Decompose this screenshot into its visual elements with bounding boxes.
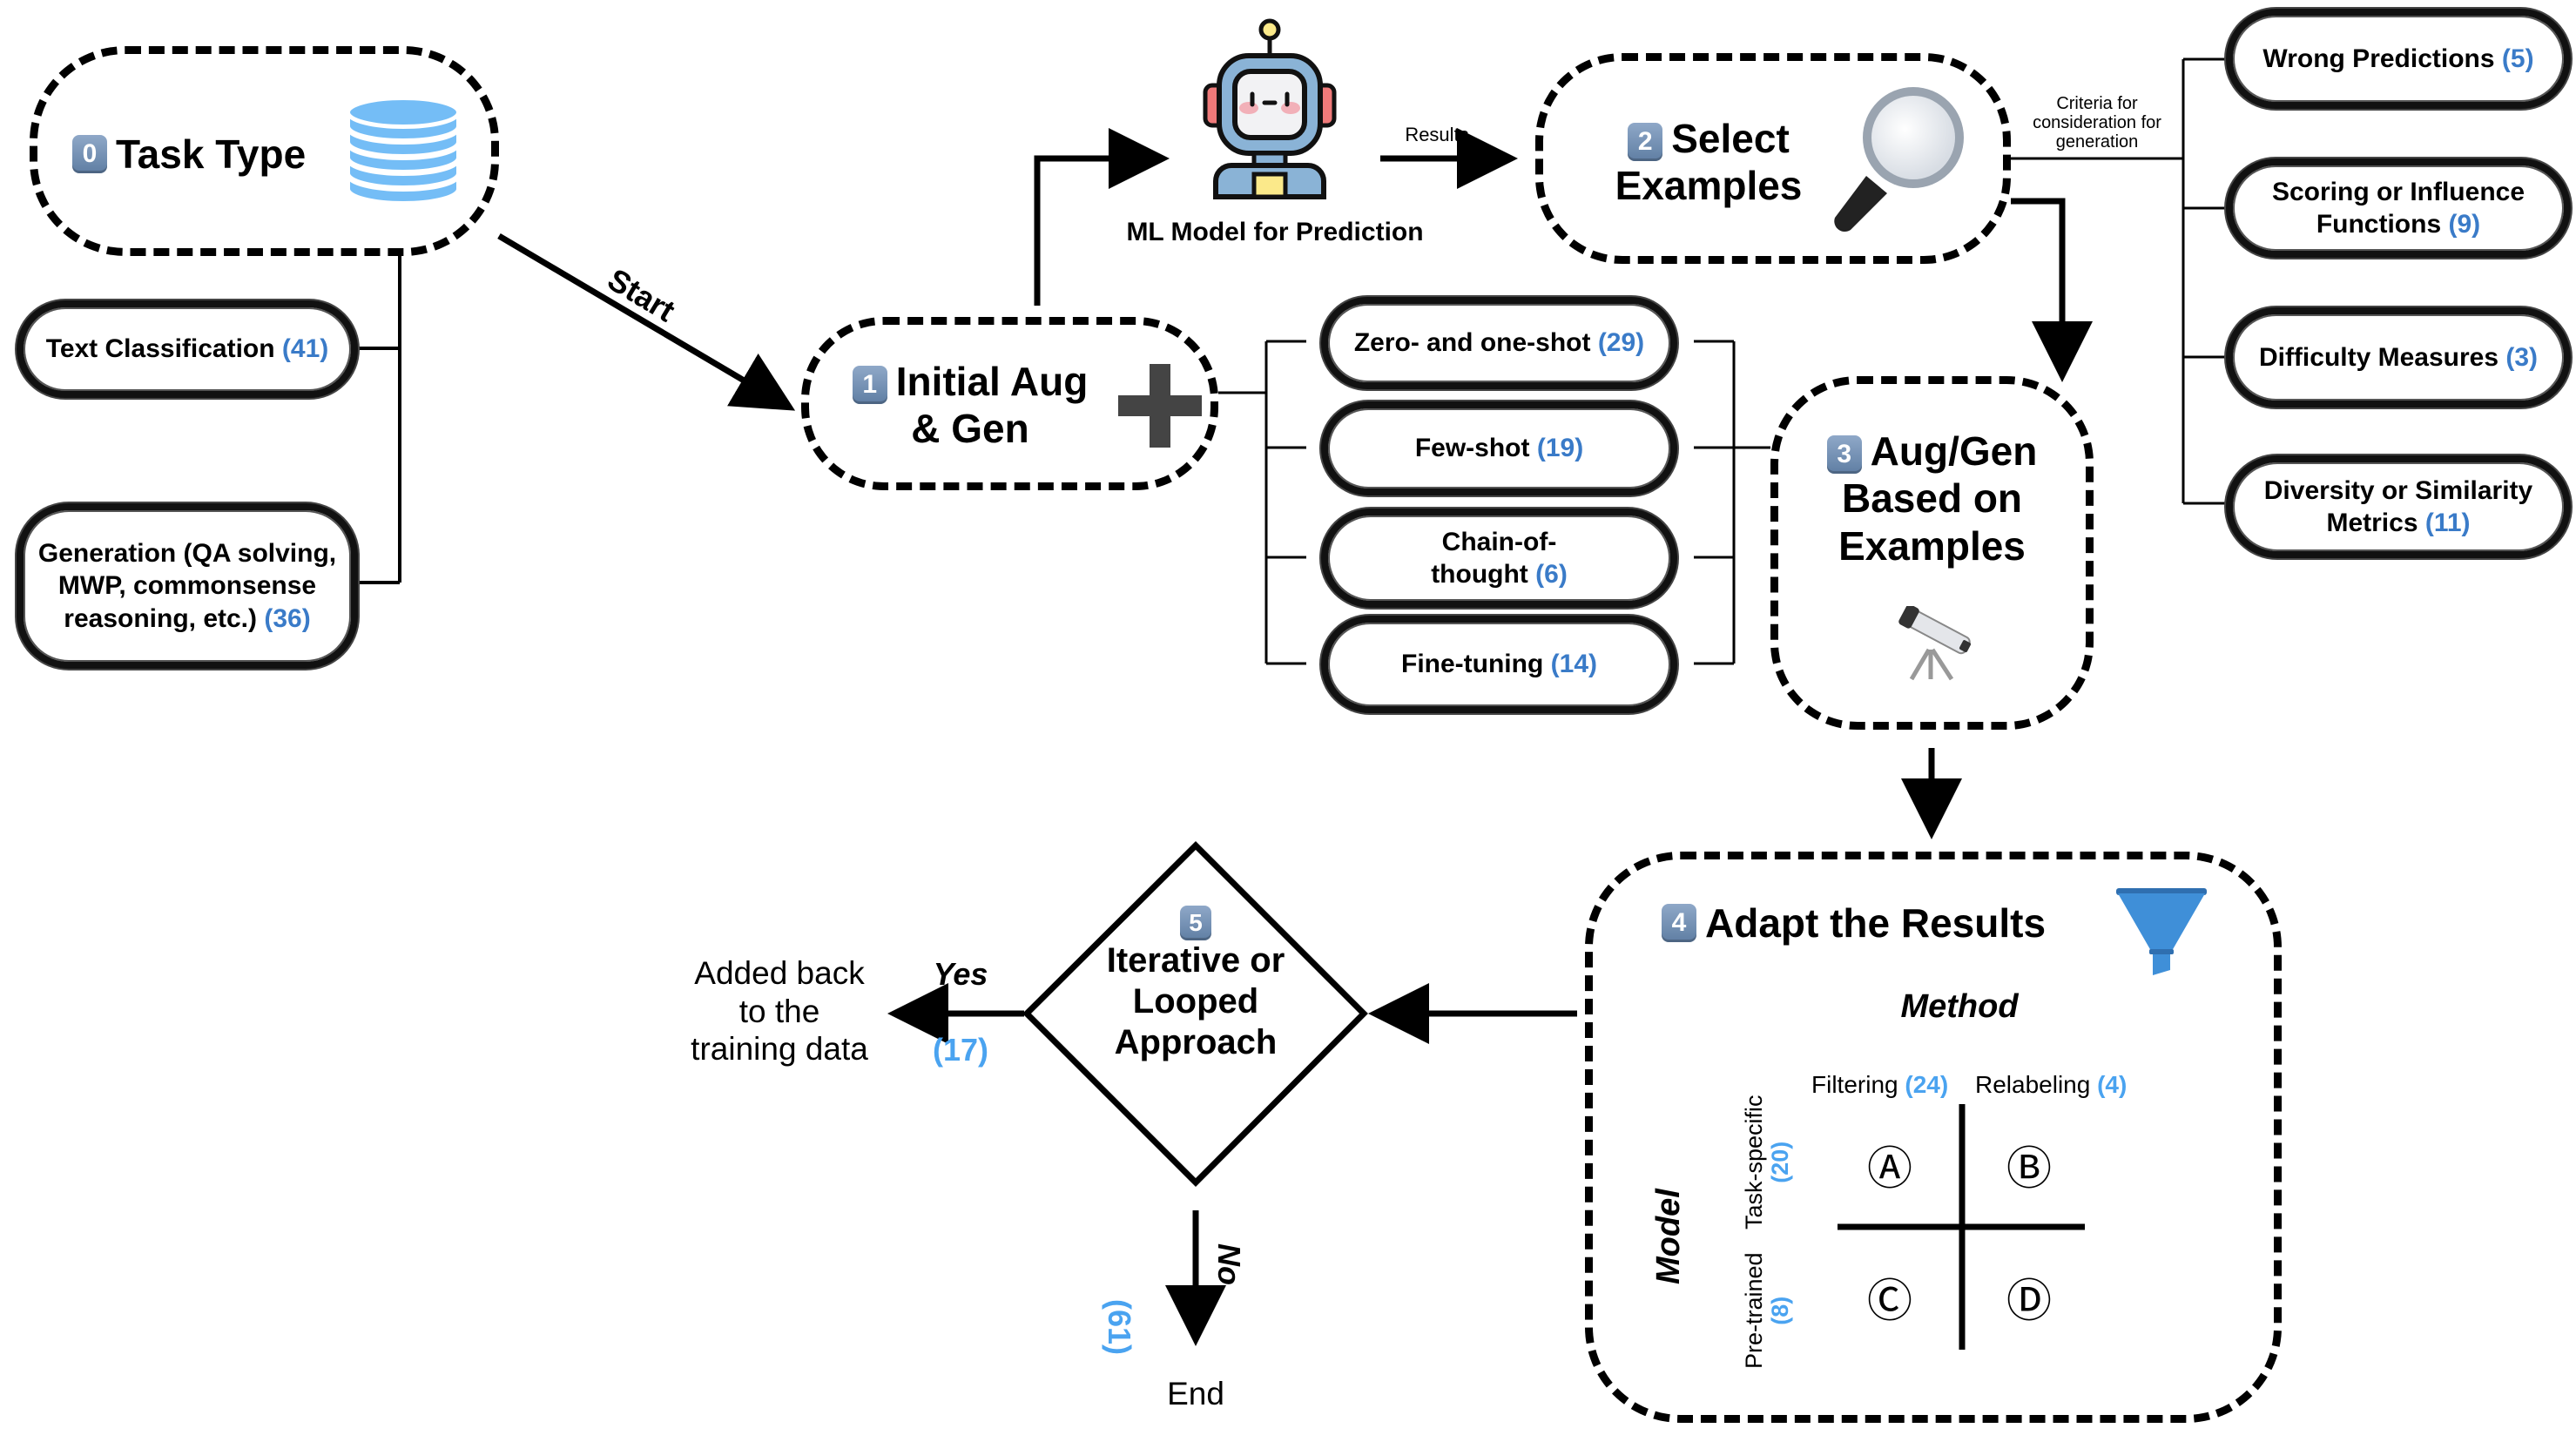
criteria-wrong-predictions: Wrong Predictions (5) <box>2226 9 2571 109</box>
initial-title-line1: Initial Aug <box>895 359 1089 404</box>
step-number-badge: 3 <box>1826 435 1862 474</box>
results-label: Results <box>1405 124 1469 145</box>
iterative-label: 5 Iterative or Looped Approach <box>1065 906 1326 1062</box>
criteria-label: Criteria for consideration for generatio… <box>2033 94 2161 152</box>
yes-label: Yes <box>933 956 988 992</box>
initial-title-line2: & Gen <box>911 406 1029 452</box>
matrix-cell-d: Ⓓ <box>2006 1277 2052 1327</box>
yes-count: (17) <box>932 1032 989 1068</box>
start-arrow <box>497 232 796 411</box>
auggen-title-line2: Based on <box>1841 475 2023 522</box>
matrix-col-relabeling: Relabeling (4) <box>1975 1071 2128 1098</box>
step-number-badge: 4 <box>1662 904 1696 943</box>
no-label: No <box>1211 1243 1247 1285</box>
select-to-auggen-arrow <box>2011 198 2093 382</box>
task-type-box: 0 Task Type <box>30 46 499 256</box>
matrix-row-task-specific: Task-specific (20) <box>1741 1095 1793 1230</box>
robot-icon <box>1203 18 1337 199</box>
matrix-cell-c: Ⓒ <box>1866 1277 1912 1327</box>
ml-model-label: ML Model for Prediction <box>1126 218 1424 246</box>
initial-to-model-arrow <box>1034 128 1170 306</box>
magnifier-icon <box>1834 87 1964 232</box>
task-type-text-classification: Text Classification (41) <box>17 300 358 398</box>
task-type-generation: Generation (QA solving, MWP, commonsense… <box>17 503 358 669</box>
method-zero-one-shot: Zero- and one-shot (29) <box>1321 297 1677 389</box>
funnel-icon <box>2116 888 2207 975</box>
database-icon <box>347 97 460 205</box>
step-number-badge: 5 <box>1180 906 1211 940</box>
select-title-line2: Examples <box>1615 163 1803 209</box>
criteria-difficulty-measures: Difficulty Measures (3) <box>2226 307 2571 408</box>
matrix-cell-b: Ⓑ <box>2006 1144 2052 1195</box>
telescope-icon <box>1898 606 1972 681</box>
step-number-badge: 2 <box>1628 122 1663 161</box>
matrix-cell-a: Ⓐ <box>1866 1144 1912 1195</box>
method-chain-of-thought: Chain-of-thought (6) <box>1321 509 1677 608</box>
method-few-shot: Few-shot (19) <box>1321 401 1677 495</box>
matrix-col-filtering: Filtering (24) <box>1811 1071 1949 1098</box>
matrix-row-pre-trained: Pre-trained (8) <box>1741 1252 1793 1369</box>
no-count: (61) <box>1102 1299 1137 1356</box>
step-number-badge: 0 <box>72 135 107 174</box>
task-type-title: Task Type <box>116 131 307 177</box>
auggen-title-line3: Examples <box>1838 522 2026 569</box>
method-fine-tuning: Fine-tuning (14) <box>1321 616 1677 713</box>
adapt-title: 4 Adapt the Results <box>1662 899 2046 947</box>
end-label: End <box>1167 1376 1224 1411</box>
iterative-diamond <box>1022 841 1368 1187</box>
model-axis-label: Model <box>1650 1189 1687 1284</box>
adapt-results-box <box>1585 852 2282 1423</box>
select-title-line1: Select <box>1671 116 1790 161</box>
step-number-badge: 1 <box>852 365 887 404</box>
auggen-title-line1: Aug/Gen <box>1870 428 2038 474</box>
added-back-label: Added back to the training data <box>691 955 868 1068</box>
method-axis-label: Method <box>1900 988 2019 1025</box>
plus-icon <box>1118 364 1202 448</box>
